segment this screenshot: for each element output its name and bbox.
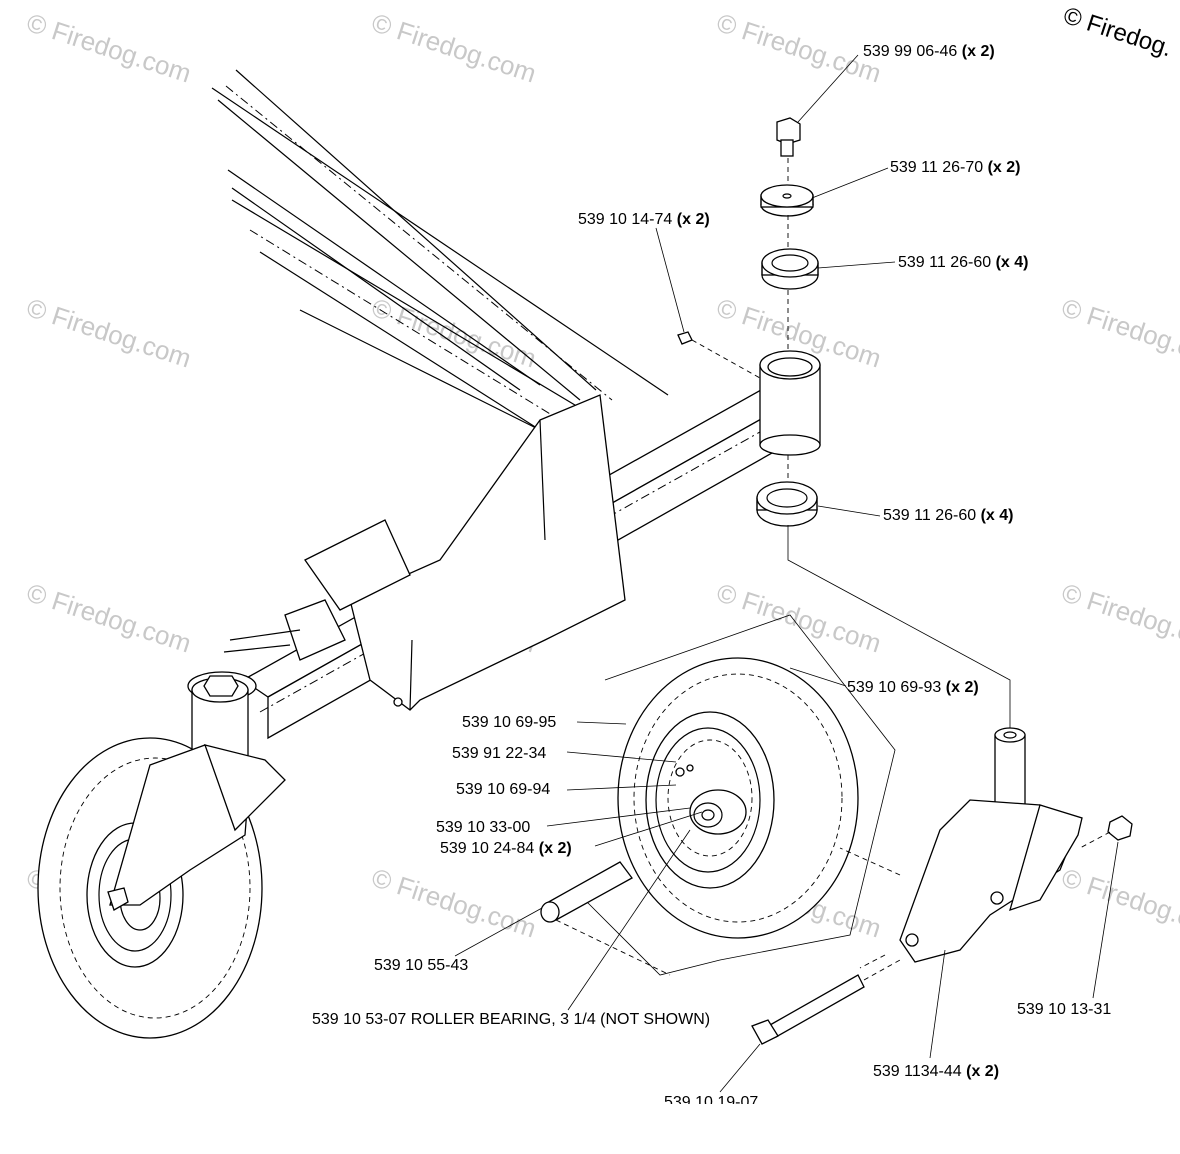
label-bearing-top: 539 11 26-60 (x 4) [898, 254, 1028, 271]
label-bearing-bottom: 539 11 26-60 (x 4) [883, 507, 1013, 524]
watermark-2: © Firedog.com [368, 7, 540, 88]
exploded-parts [677, 117, 819, 527]
watermark-7: © Firedog.com [1058, 292, 1180, 373]
label-roller-bearing: 539 10 53-07 ROLLER BEARING, 3 1/4 (NOT … [312, 1011, 710, 1028]
label-spacer: 539 10 55-43 [374, 957, 468, 974]
label-yoke: 539 1134-44 (x 2) [873, 1063, 999, 1080]
watermark-11: © Firedog.com [1058, 577, 1180, 658]
label-rim: 539 10 69-94 [456, 781, 550, 798]
label-washer: 539 11 26-70 (x 2) [890, 159, 1020, 176]
copyright-text: © Firedog. [1060, 2, 1175, 62]
exploded-wheel [540, 614, 901, 1045]
label-grease-fitting: 539 10 14-74 (x 2) [578, 211, 710, 228]
watermark-13: © Firedog.com [368, 862, 540, 943]
label-hub-bearing: 539 10 24-84 (x 2) [440, 840, 572, 857]
mower-frame [187, 69, 821, 761]
watermark-8: © Firedog.com [23, 577, 195, 658]
label-wheel-assembly: 539 10 69-93 (x 2) [847, 679, 979, 696]
watermark-15: © Firedog.com [1058, 862, 1180, 943]
label-nut: 539 10 13-31 [1017, 1001, 1111, 1018]
left-caster-wheel [37, 737, 286, 1039]
watermark-4: © Firedog.com [23, 292, 195, 373]
leader-lines [454, 54, 1119, 1093]
watermark-3: © Firedog.com [713, 7, 885, 88]
watermark-1: © Firedog.com [23, 7, 195, 88]
part-labels: 539 99 06-46 (x 2) 539 11 26-70 (x 2) 53… [312, 43, 1111, 1111]
label-valve: 539 91 22-34 [452, 745, 546, 762]
label-tire: 539 10 69-95 [462, 714, 556, 731]
right-yoke [839, 727, 1133, 969]
watermark-10: © Firedog.com [713, 577, 885, 658]
label-bolt: 539 99 06-46 (x 2) [863, 43, 995, 60]
label-crop-mask [640, 1104, 800, 1149]
label-hub-seal: 539 10 33-00 [436, 819, 530, 836]
